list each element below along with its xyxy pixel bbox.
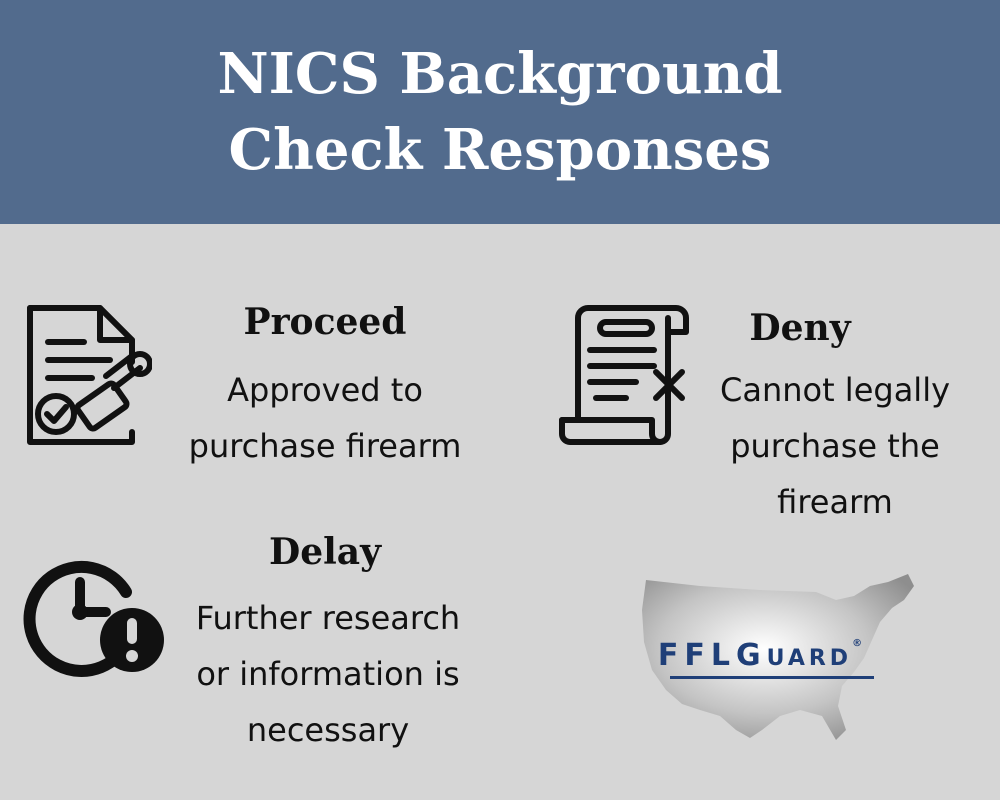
clock-alert-icon xyxy=(23,560,164,677)
delay-desc-line3: necessary xyxy=(246,711,410,749)
proceed-desc-line2: purchase firearm xyxy=(188,427,462,465)
delay-desc-line2: or information is xyxy=(196,655,460,693)
delay-heading: Delay xyxy=(268,531,382,573)
delay-desc-line1: Further research xyxy=(195,599,461,637)
logo-wordmark: FFLGUARD® xyxy=(657,638,863,673)
page-title: NICS Background Check Responses xyxy=(217,41,783,183)
logo-underline xyxy=(670,676,874,679)
proceed-desc-line1: Approved to xyxy=(227,371,423,409)
deny-desc-line2: purchase the xyxy=(730,427,940,465)
deny-desc-line3: firearm xyxy=(777,483,893,521)
deny-desc-line1: Cannot legally xyxy=(719,371,951,409)
deny-heading: Deny xyxy=(749,307,851,349)
fflguard-logo: FFLGUARD® xyxy=(640,570,920,750)
proceed-heading: Proceed xyxy=(243,301,407,343)
us-map-silhouette xyxy=(642,574,914,740)
approved-document-stamp-icon xyxy=(27,305,152,445)
header-banner: NICS Background Check Responses xyxy=(0,0,1000,224)
denied-document-icon xyxy=(559,305,689,445)
